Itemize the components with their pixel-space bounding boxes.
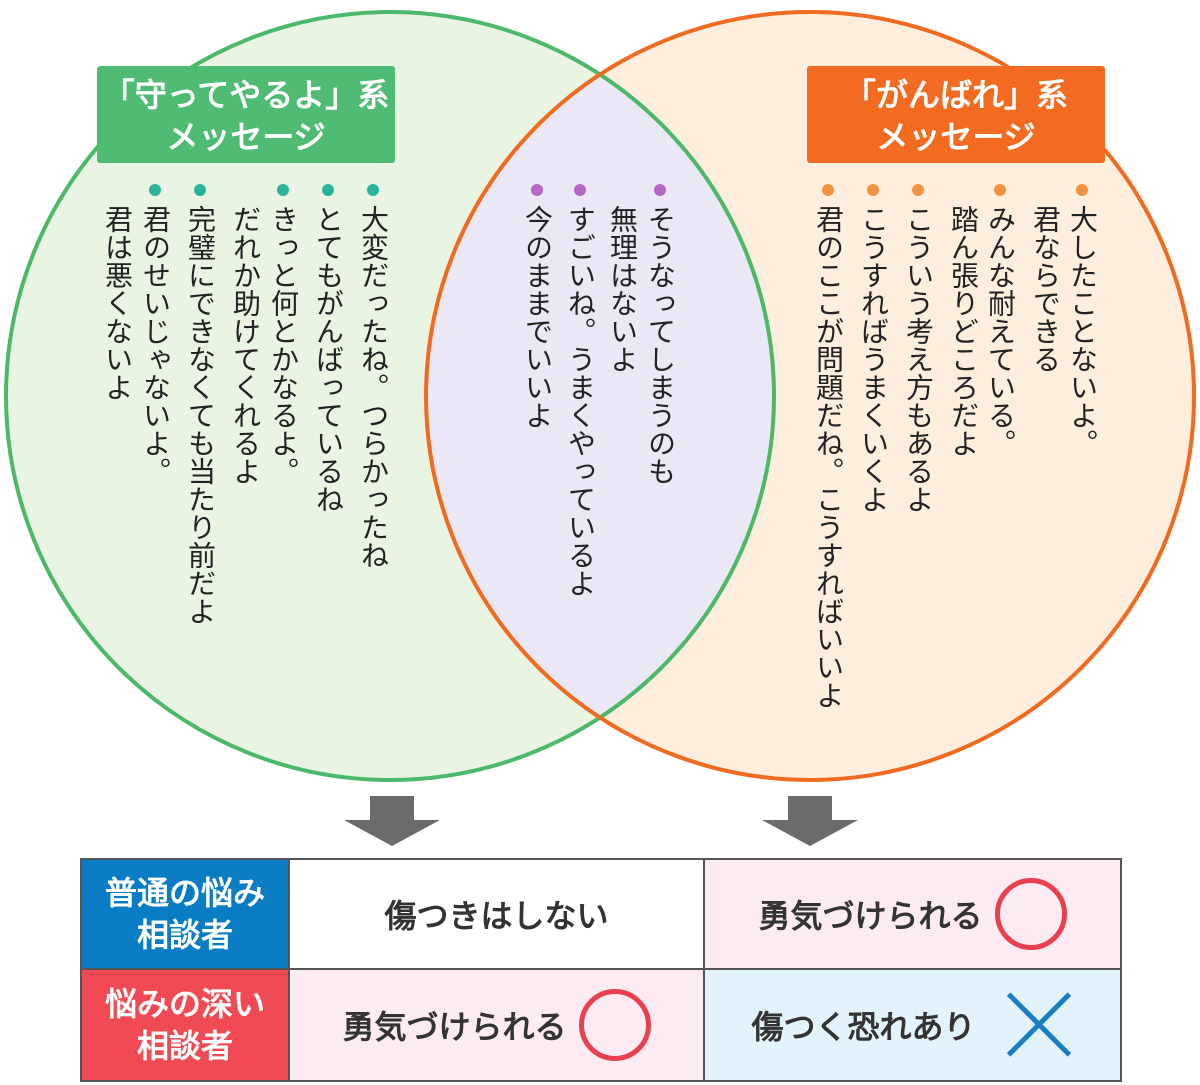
cell-text: 傷つきはしない: [384, 897, 609, 935]
left-item-5-line2: 君は悪くないよ: [101, 205, 134, 401]
left-item-3-line2: だれか助けてくれるよ: [229, 205, 262, 485]
bullet-icon: [867, 184, 879, 196]
cell-text: 傷つく恐れあり: [751, 1008, 976, 1046]
bullet-icon: [531, 184, 543, 196]
row-header-deep-line2: 相談者: [136, 1027, 233, 1065]
right-item-3: こういう考え方もあるよ: [902, 205, 935, 513]
middle-item-3: 今のままでいいよ: [521, 205, 554, 429]
bullet-icon: [1076, 184, 1088, 196]
cell-normal-encourage: 勇気づけられる: [705, 860, 1120, 970]
bullet-icon: [322, 184, 334, 196]
circle-mark-icon: [994, 878, 1067, 950]
right-label-line2: メッセージ: [876, 118, 1036, 156]
left-item-2: とてもがんばっているね: [312, 205, 345, 513]
cell-normal-protect: 傷つきはしない: [290, 860, 705, 970]
left-item-5-line1: 君のせいじゃないよ。: [139, 205, 172, 485]
right-item-2-line1: みんな耐えている。: [984, 205, 1017, 457]
right-label: 「がんばれ」系 メッセージ: [807, 66, 1105, 163]
bullet-icon: [654, 184, 666, 196]
right-item-1-line2: 君ならできる: [1029, 205, 1062, 373]
cross-mark-icon: [1004, 990, 1074, 1060]
cell-text: 勇気づけられる: [758, 897, 983, 935]
right-item-4: こうすればうまくいくよ: [857, 205, 890, 513]
intersection-fill: [426, 12, 774, 780]
left-label: 「守ってやるよ」系 メッセージ: [97, 66, 395, 163]
middle-item-1-line1: そうなってしまうのも: [644, 205, 677, 485]
bullet-icon: [574, 184, 586, 196]
cell-text: 勇気づけられる: [342, 1008, 567, 1046]
bullet-icon: [822, 184, 834, 196]
bullet-icon: [194, 184, 206, 196]
left-label-line2: メッセージ: [166, 118, 326, 156]
bullet-icon: [277, 184, 289, 196]
right-item-5: 君のここが問題だね。こうすればいいよ: [812, 205, 845, 709]
left-circle: [4, 10, 776, 782]
left-item-1: 大変だったね。つらかったね: [357, 205, 390, 569]
middle-item-1-line2: 無理はないよ: [606, 205, 639, 373]
bullet-icon: [994, 184, 1006, 196]
venn-diagram: [4, 10, 1196, 782]
circle-mark-icon: [578, 989, 651, 1061]
left-item-3-line1: きっと何とかなるよ。: [267, 205, 300, 485]
bullet-icon: [367, 184, 379, 196]
right-label-line1: 「がんばれ」系: [843, 76, 1068, 114]
result-table: 普通の悩み 相談者 傷つきはしない 勇気づけられる 悩みの深い 相談者 勇気づけ…: [80, 858, 1122, 1082]
left-label-line1: 「守ってやるよ」系: [102, 76, 390, 114]
right-item-1-line1: 大したことないよ。: [1066, 205, 1099, 457]
row-header-deep: 悩みの深い 相談者: [82, 970, 290, 1080]
row-header-normal: 普通の悩み 相談者: [82, 860, 290, 970]
bullet-icon: [912, 184, 924, 196]
right-circle: [424, 10, 1196, 782]
row-header-normal-line2: 相談者: [136, 916, 233, 954]
bullet-icon: [149, 184, 161, 196]
cell-deep-protect: 勇気づけられる: [290, 970, 705, 1080]
row-header-normal-line1: 普通の悩み: [104, 874, 265, 912]
right-item-2-line2: 踏ん張りどころだよ: [947, 205, 980, 457]
cell-deep-encourage: 傷つく恐れあり: [705, 970, 1120, 1080]
left-item-4: 完璧にできなくても当たり前だよ: [184, 205, 217, 625]
middle-item-2: すごいね。うまくやっているよ: [564, 205, 597, 597]
row-header-deep-line1: 悩みの深い: [104, 985, 265, 1023]
